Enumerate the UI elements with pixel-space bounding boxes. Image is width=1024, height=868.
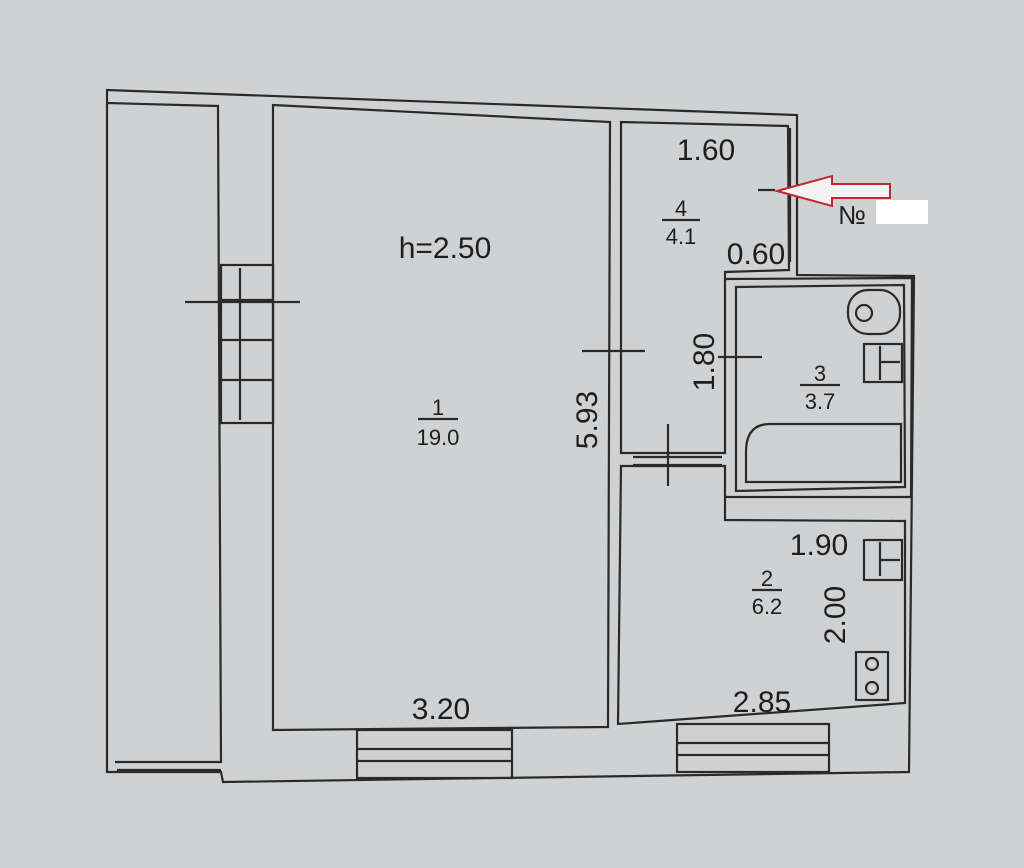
- room-4-wall: [619, 120, 791, 455]
- room-3-area: 3.7: [805, 389, 836, 414]
- dim-kitchen-depth: 2.00: [819, 586, 852, 644]
- ceiling-height-label: h=2.50: [399, 232, 492, 265]
- room-4-area: 4.1: [666, 224, 697, 249]
- room-3-wall: [734, 283, 907, 493]
- bathtub-icon: [744, 422, 903, 484]
- outer-wall: [105, 88, 916, 784]
- dim-room-1-length: 5.93: [571, 391, 604, 449]
- kitchen-sink-icon: [862, 538, 904, 582]
- window-room-1: [355, 728, 514, 780]
- sink-icon: [862, 342, 904, 384]
- room-3-number: 3: [814, 361, 826, 386]
- dim-hall-width: 1.60: [677, 134, 735, 167]
- dim-hall-length: 1.80: [688, 333, 721, 391]
- entrance-number-box: [876, 200, 928, 224]
- window-kitchen: [675, 722, 831, 774]
- room-1-area: 19.0: [417, 425, 460, 450]
- room-4-number: 4: [675, 196, 687, 221]
- room-2-number: 2: [761, 566, 773, 591]
- room-2-area: 6.2: [752, 594, 783, 619]
- balcony-door: [185, 263, 300, 425]
- dim-room-1-width: 3.20: [412, 693, 470, 726]
- stove-icon: [854, 650, 890, 702]
- dim-kitchen-width-bottom: 2.85: [733, 686, 791, 719]
- dim-hall-passage: 0.60: [727, 238, 785, 271]
- entrance-arrow: [773, 174, 891, 208]
- dim-kitchen-width-top: 1.90: [790, 529, 848, 562]
- room-1-number: 1: [432, 395, 444, 420]
- bathroom-outer: [724, 276, 914, 499]
- room-1-wall: [271, 103, 612, 732]
- toilet-icon: [846, 288, 902, 336]
- balcony: [106, 101, 223, 764]
- room-2-wall: [616, 464, 907, 726]
- entrance-number-mark: №: [838, 200, 866, 230]
